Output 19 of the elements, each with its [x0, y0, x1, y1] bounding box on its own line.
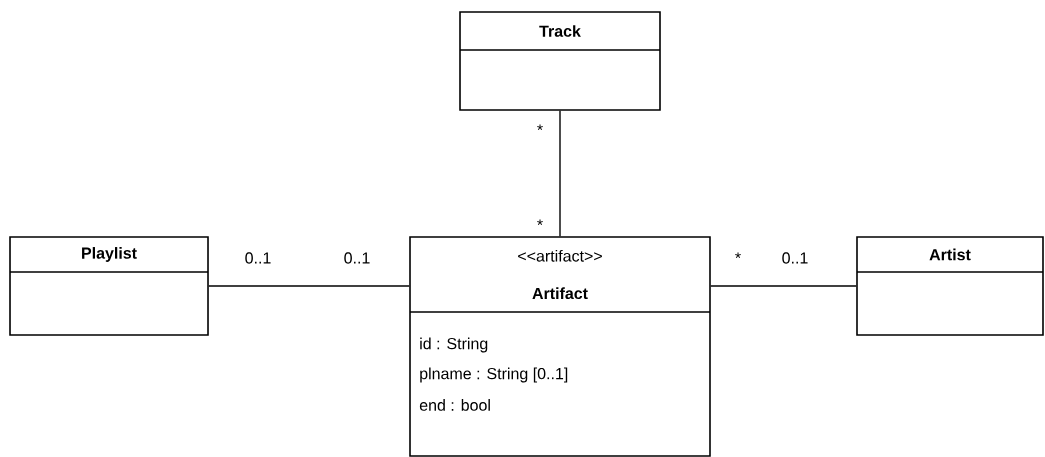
multiplicity-label: 0..1 — [344, 252, 370, 264]
attribute-text: id : String — [420, 337, 488, 353]
class-name: Artist — [929, 248, 971, 261]
class-box — [9, 236, 209, 336]
class-name: Artifact — [532, 287, 588, 300]
stereotype-label: <<artifact>> — [518, 249, 602, 262]
class-name: Playlist — [82, 247, 137, 262]
class-box — [856, 236, 1044, 336]
class-name: Track — [539, 25, 581, 37]
association-line — [559, 110, 561, 237]
class-box — [459, 11, 661, 111]
multiplicity-label: * — [735, 252, 741, 259]
attribute-text: end : bool — [419, 399, 490, 411]
multiplicity-label: 0..1 — [245, 252, 271, 264]
class-box — [409, 236, 711, 457]
association-line — [208, 285, 410, 287]
multiplicity-label: 0..1 — [782, 252, 808, 264]
association-line — [710, 285, 857, 287]
attribute-text: plname : String [0..1] — [420, 367, 568, 383]
